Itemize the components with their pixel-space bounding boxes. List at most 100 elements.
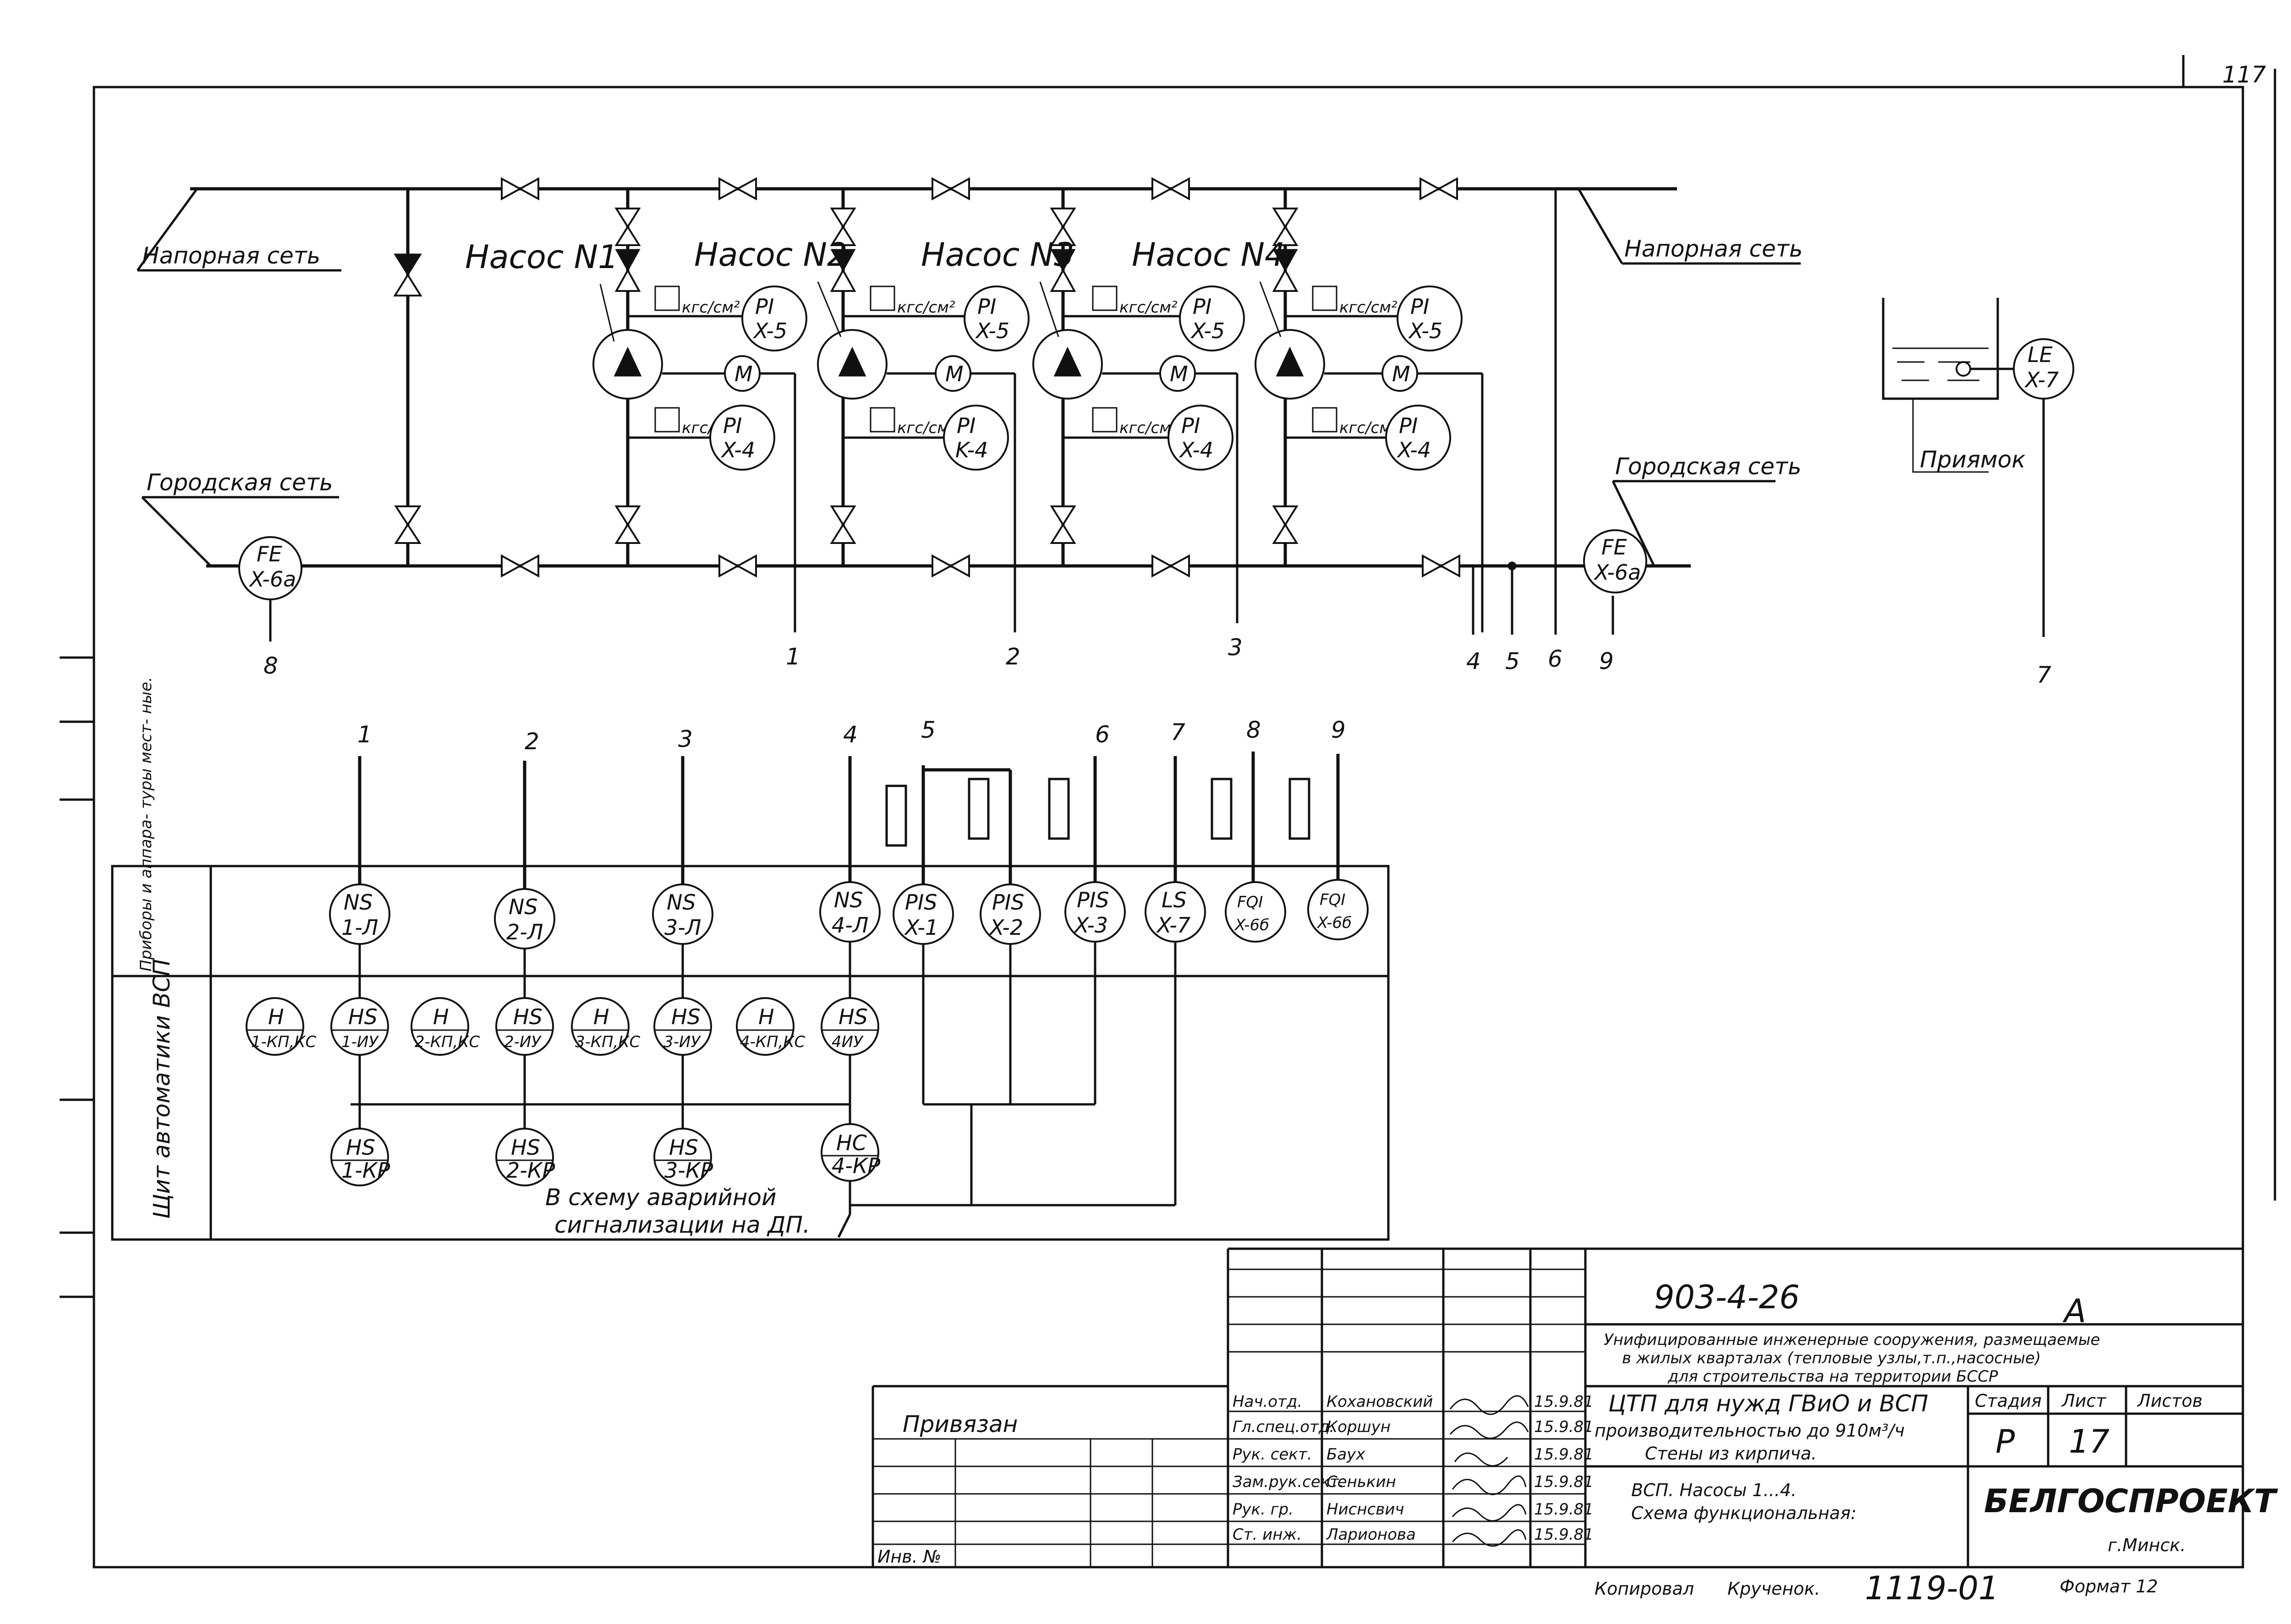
col-number-4: 4: [843, 721, 858, 748]
pump-3-label: Насос N3: [921, 236, 1074, 274]
panel-connections: [351, 942, 1177, 1238]
flow-element-right: [1583, 529, 1647, 593]
col-number-9: 9: [1331, 717, 1346, 743]
pump-2-gauge-top-box: [870, 285, 895, 311]
panel-8-id: 4ИУ: [832, 1033, 864, 1051]
pump-4-gauge-bottom-tag: PI: [1399, 413, 1418, 438]
panel-4-tag: HS: [513, 1004, 543, 1029]
signal-drops-right: [1472, 189, 1557, 635]
device-10-id: X-6б: [1316, 914, 1352, 932]
name-6: Ларионова: [1326, 1525, 1416, 1544]
title-block-frame: [871, 1247, 2243, 1567]
pump-2-motor-icon: [935, 355, 971, 392]
bottom-1-id: 1-КР: [341, 1158, 390, 1183]
binding-ticks: [60, 656, 94, 1298]
pump-4-gauge-top-id: X-5: [1408, 318, 1442, 343]
header-valves: [501, 177, 1460, 578]
flow-element-left: [238, 536, 302, 600]
pump-1-gauge-top-tag: PI: [755, 294, 774, 319]
col-number-1: 1: [357, 721, 372, 748]
sheet-line-2: Схема функциональная:: [1631, 1503, 1857, 1523]
device-6-tag: PIS: [992, 890, 1025, 915]
device-circles: [329, 879, 1369, 949]
device-9-id: X-6б: [1234, 916, 1269, 934]
date-4: 15.9.81: [1534, 1473, 1594, 1491]
col-number-2: 2: [525, 728, 539, 755]
device-4-tag: NS: [834, 888, 863, 912]
pump-2-gauge-top-unit: кгс/см²: [897, 298, 955, 317]
pump-2-label: Насос N2: [694, 236, 847, 274]
pump-3-gauge-top-tag: PI: [1193, 294, 1211, 319]
device-7-tag: PIS: [1077, 888, 1109, 912]
pump-2-gauge-bottom-box: [870, 407, 895, 433]
line-number-5: 5: [1505, 648, 1520, 675]
signatures: [1449, 1395, 1529, 1547]
pump-4-gauge-bottom-id: X-4: [1397, 438, 1431, 462]
bottom-1-tag: HS: [346, 1135, 375, 1160]
pump-1-unit: [592, 189, 796, 632]
panel-5-tag: H: [593, 1004, 609, 1029]
col-number-6: 6: [1095, 721, 1110, 748]
org-name: БЕЛГОСПРОЕКТ: [1984, 1482, 2278, 1520]
panel-8-tag: HS: [839, 1004, 868, 1029]
pump-2-motor-label: M: [945, 362, 964, 386]
device-8-tag: LS: [1162, 888, 1187, 912]
col-number-3: 3: [678, 726, 693, 752]
copied-by: Крученок.: [1727, 1579, 1820, 1599]
role-2: Гл.спец.отд.: [1233, 1418, 1334, 1436]
pump-2-gauge-top-id: X-5: [975, 318, 1009, 343]
device-8-id: X-7: [1156, 913, 1190, 938]
role-5: Рук. гр.: [1233, 1500, 1293, 1519]
bottom-row-circles: [330, 1123, 879, 1186]
project-line-2: в жилых кварталах (тепловые узлы,т.п.,на…: [1622, 1349, 2041, 1367]
pump-3-gauge-top-circle: [1179, 285, 1245, 351]
pump-3-gauge-bottom-id: X-4: [1179, 438, 1213, 462]
panel-6-tag: HS: [671, 1004, 701, 1029]
pump-4-gauge-top-box: [1312, 285, 1337, 311]
pump-1-gauge-bottom-id: X-4: [721, 438, 755, 462]
sheet-value: 17: [2069, 1423, 2110, 1460]
flow-left-id: X-6a: [249, 567, 296, 592]
pump-3-gauge-bottom-tag: PI: [1181, 413, 1200, 438]
city-network-leader-left: [141, 496, 212, 567]
device-10-tag: FQI: [1320, 891, 1345, 909]
date-6: 15.9.81: [1534, 1525, 1594, 1544]
name-2: Коршун: [1326, 1418, 1391, 1436]
flow-right-tag: FE: [1601, 535, 1627, 560]
city-network-leader-right: [1611, 480, 1655, 567]
inv-no-label: Инв. №: [877, 1547, 941, 1567]
line-number-2: 2: [1006, 643, 1020, 670]
object-line-2: производительностью до 910м³/ч: [1595, 1421, 1905, 1441]
pump-3-gauge-top-id: X-5: [1190, 318, 1225, 343]
line-number-3: 3: [1228, 634, 1243, 661]
pump-3-gauge-top-box: [1092, 285, 1118, 311]
pump-4-gauge-top-circle: [1397, 285, 1463, 351]
pump-3-motor-label: M: [1170, 362, 1188, 386]
pump-4-gauge-bottom-box: [1312, 407, 1337, 433]
device-2-id: 2-Л: [506, 920, 543, 944]
org-city: г.Минск.: [2108, 1535, 2186, 1555]
doc-code: 903-4-26: [1654, 1278, 1800, 1316]
pump-4-gauge-bottom-circle: [1385, 405, 1451, 471]
pump-1-gauge-top-circle: [741, 285, 807, 351]
role-1: Нач.отд.: [1233, 1393, 1302, 1411]
device-5-tag: PIS: [905, 890, 937, 915]
bottom-2-tag: HS: [511, 1135, 540, 1160]
pump-2-gauge-bottom-circle: [943, 405, 1009, 471]
pump-4-motor-icon: [1381, 355, 1418, 392]
panel-1-id: 1-КП,КС: [251, 1033, 317, 1051]
pump-3-motor-icon: [1159, 355, 1196, 392]
privyazan-label: Привязан: [903, 1411, 1018, 1437]
stage-header: Стадия: [1975, 1391, 2042, 1411]
pressure-network-leader-right: [1577, 188, 1623, 264]
panel-3-tag: H: [433, 1004, 449, 1029]
panel-3-id: 2-КП,КС: [415, 1033, 480, 1051]
alarm-note-line-1: В схему аварийной: [545, 1184, 777, 1211]
pump-1-motor-icon: [724, 355, 761, 392]
device-5-id: X-1: [904, 915, 938, 940]
pump-2-unit: [817, 189, 1016, 632]
line-number-8: 8: [263, 653, 278, 679]
pump-2-gauge-bottom-tag: PI: [957, 413, 976, 438]
pump-1-gauge-bottom-circle: [709, 405, 775, 471]
object-line-3: Стены из кирпича.: [1645, 1443, 1817, 1464]
